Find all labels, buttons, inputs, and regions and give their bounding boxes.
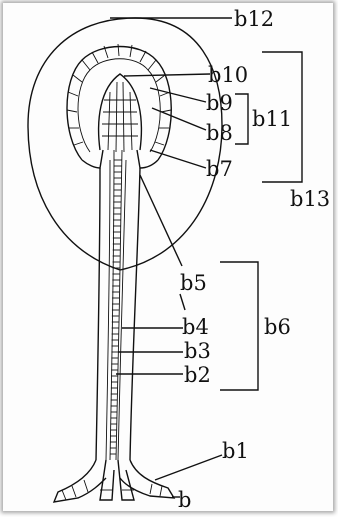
stalk-rungs	[110, 160, 122, 454]
label-b6: b6	[264, 315, 291, 339]
outer-envelope	[28, 18, 222, 270]
label-b: b	[178, 488, 191, 512]
label-b10: b10	[208, 63, 248, 87]
stalk-central-column	[110, 150, 122, 460]
label-b9: b9	[206, 91, 233, 115]
label-b1: b1	[222, 439, 249, 463]
stalk-inner-left	[106, 160, 110, 460]
bracket-b11	[235, 94, 248, 144]
inner-capsule	[67, 47, 171, 161]
label-b5: b5	[180, 271, 207, 295]
foot	[54, 460, 174, 502]
label-b3: b3	[184, 339, 211, 363]
spore-mass-lines	[102, 82, 138, 152]
stalk-right	[130, 168, 140, 460]
inner-capsule-2	[78, 59, 160, 152]
label-b2: b2	[184, 363, 211, 387]
label-b11: b11	[252, 107, 292, 131]
label-b7: b7	[206, 157, 233, 181]
annulus-right	[137, 150, 158, 168]
annulus-left	[82, 150, 103, 168]
label-b4: b4	[182, 315, 209, 339]
label-b13: b13	[290, 187, 330, 211]
bracket-b6	[220, 262, 258, 390]
leader-lines	[110, 18, 232, 480]
label-b8: b8	[206, 121, 233, 145]
label-b12: b12	[234, 7, 274, 31]
stalk-left	[96, 168, 100, 460]
